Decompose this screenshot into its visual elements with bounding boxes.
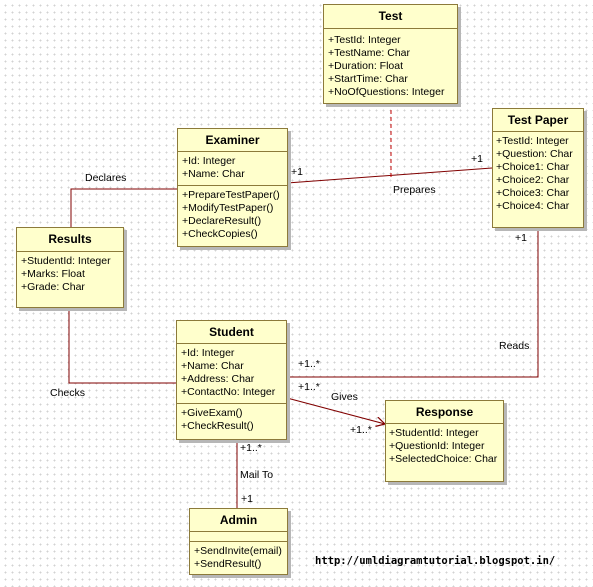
attribute: +Choice1: Char [496,161,570,173]
gives-student-multiplicity: +1..* [298,381,320,393]
attribute: +SelectedChoice: Char [389,453,498,465]
attribute: +Marks: Float [21,268,85,280]
prepares-label: Prepares [393,184,436,196]
gives-label: Gives [331,391,358,403]
reads-line [287,229,539,378]
attribute: +StudentId: Integer [21,255,111,267]
footer-url: http://umldiagramtutorial.blogspot.in/ [315,555,556,567]
attribute: +ContactNo: Integer [181,386,276,398]
declares-label: Declares [85,172,127,184]
class-results-attributes: +StudentId: Integer +Marks: Float +Grade… [17,252,123,296]
reads-testpaper-multiplicity: +1 [515,232,527,244]
attribute: +Grade: Char [21,281,85,293]
class-examiner[interactable]: Examiner +Id: Integer +Name: Char +Prepa… [177,128,288,247]
operation: +SendResult() [194,558,262,570]
mail-student-multiplicity: +1..* [240,442,262,454]
class-examiner-title: Examiner [178,129,287,152]
class-response-title: Response [386,401,503,424]
class-student[interactable]: Student +Id: Integer +Name: Char +Addres… [176,320,287,440]
operation: +GiveExam() [181,407,243,419]
class-test-paper-attributes: +TestId: Integer +Question: Char +Choice… [493,132,583,215]
class-examiner-attributes: +Id: Integer +Name: Char [178,152,287,186]
attribute: +TestName: Char [328,47,410,59]
operation: +DeclareResult() [182,215,262,227]
attribute: +TestId: Integer [496,135,569,147]
attribute: +Question: Char [496,148,573,160]
gives-line [286,397,385,424]
class-admin-operations: +SendInvite(email) +SendResult() [190,542,287,573]
attribute: +QuestionId: Integer [389,440,485,452]
reads-label: Reads [499,340,530,352]
checks-line [68,307,177,384]
class-response-attributes: +StudentId: Integer +QuestionId: Integer… [386,424,503,468]
mail-admin-multiplicity: +1 [241,493,253,505]
attribute: +NoOfQuestions: Integer [328,86,445,98]
attribute: +Id: Integer [182,155,236,167]
class-test[interactable]: Test +TestId: Integer +TestName: Char +D… [323,4,458,104]
class-test-paper[interactable]: Test Paper +TestId: Integer +Question: C… [492,108,584,228]
class-results-title: Results [17,228,123,252]
operation: +ModifyTestPaper() [182,202,274,214]
class-student-attributes: +Id: Integer +Name: Char +Address: Char … [177,344,286,404]
attribute: +Name: Char [182,168,245,180]
class-student-title: Student [177,321,286,344]
mail-to-label: Mail To [240,469,274,481]
class-admin-attributes [190,532,287,542]
class-admin[interactable]: Admin +SendInvite(email) +SendResult() [189,508,288,575]
checks-label: Checks [50,387,86,399]
operation: +CheckResult() [181,420,254,432]
prepares-line [286,167,493,184]
operation: +CheckCopies() [182,228,258,240]
operation: +PrepareTestPaper() [182,189,280,201]
class-test-title: Test [324,5,457,29]
prepares-examiner-multiplicity: +1 [291,166,303,178]
attribute: +Choice2: Char [496,174,570,186]
class-student-operations: +GiveExam() +CheckResult() [177,404,286,435]
attribute: +TestId: Integer [328,34,401,46]
class-results[interactable]: Results +StudentId: Integer +Marks: Floa… [16,227,124,308]
class-examiner-operations: +PrepareTestPaper() +ModifyTestPaper() +… [178,186,287,243]
class-response[interactable]: Response +StudentId: Integer +QuestionId… [385,400,504,482]
attribute: +Id: Integer [181,347,235,359]
attribute: +Name: Char [181,360,244,372]
attribute: +StudentId: Integer [389,427,479,439]
attribute: +Choice3: Char [496,187,570,199]
gives-response-multiplicity: +1..* [350,424,372,436]
class-test-attributes: +TestId: Integer +TestName: Char +Durati… [324,29,457,101]
prepares-testpaper-multiplicity: +1 [471,153,483,165]
attribute: +Choice4: Char [496,200,570,212]
class-test-paper-title: Test Paper [493,109,583,132]
operation: +SendInvite(email) [194,545,282,557]
attribute: +Address: Char [181,373,255,385]
attribute: +Duration: Float [328,60,403,72]
declares-line [70,188,177,227]
class-admin-title: Admin [190,509,287,532]
reads-student-multiplicity: +1..* [298,358,320,370]
attribute: +StartTime: Char [328,73,408,85]
